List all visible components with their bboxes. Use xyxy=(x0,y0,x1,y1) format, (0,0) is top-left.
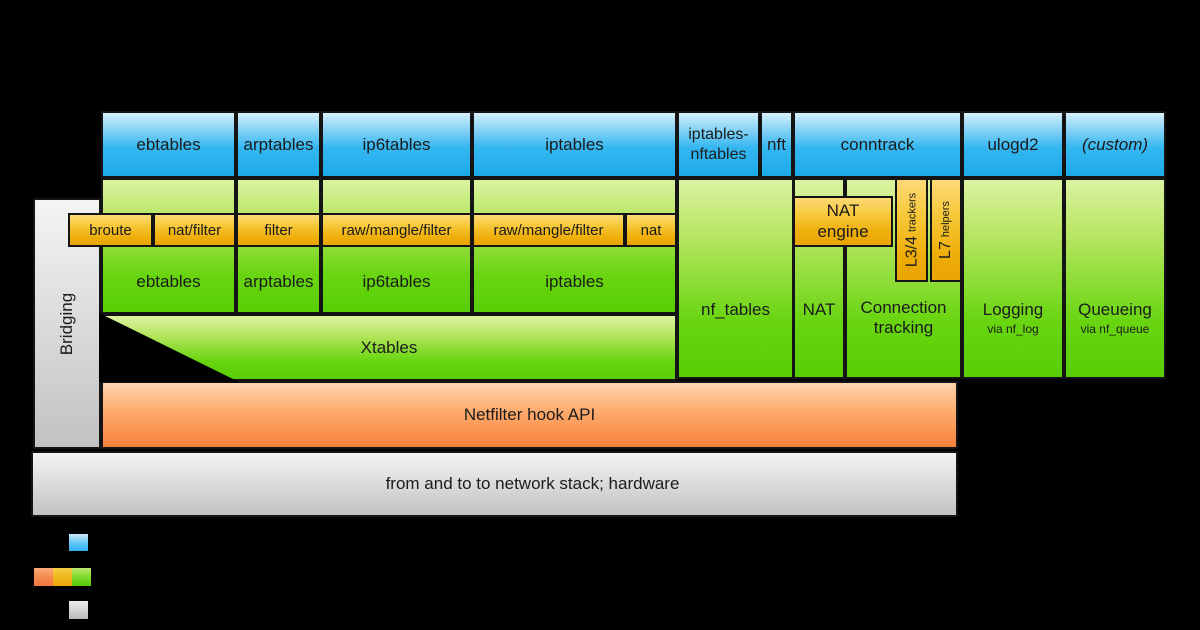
userspace-box-arptables: arptables xyxy=(236,111,321,178)
kernel-label-queueing: Queueing xyxy=(1078,300,1152,319)
userspace-box-nft: nft xyxy=(760,111,793,178)
kernel-label-iptables: iptables xyxy=(545,272,604,291)
kernel-label-logging: Logging xyxy=(982,300,1044,319)
userspace-label-ebtables: ebtables xyxy=(136,134,201,154)
kernel-sublabel-logging: via nf_log xyxy=(987,322,1039,336)
userspace-box-ip6tables: ip6tables xyxy=(321,111,472,178)
table-box-raw-mangle-filter-v6: raw/mangle/filter xyxy=(321,213,472,247)
kernel-label-arptables: arptables xyxy=(243,272,314,291)
table-box-nat-filter: nat/filter xyxy=(153,213,236,247)
kernel-box-logging: Logging via nf_log xyxy=(962,178,1064,379)
legend-swatch-hardware-gray xyxy=(69,601,88,619)
kernel-sublabel-queueing: via nf_queue xyxy=(1080,322,1150,336)
userspace-box-ebtables: ebtables xyxy=(101,111,236,178)
userspace-label-conntrack: conntrack xyxy=(840,134,915,154)
kernel-box-netfilter-hook-api: Netfilter hook API xyxy=(101,381,958,449)
userspace-label-nft: nft xyxy=(767,134,786,154)
table-box-broute: broute xyxy=(68,213,153,247)
userspace-box-ulogd2: ulogd2 xyxy=(962,111,1064,178)
table-box-raw-mangle-filter-v4: raw/mangle/filter xyxy=(472,213,625,247)
table-label-raw-mangle-filter-v4: raw/mangle/filter xyxy=(493,221,604,239)
hardware-label-network-stack: from and to to network stack; hardware xyxy=(385,474,680,493)
legend-swatch-hook-orange xyxy=(34,568,53,586)
kernel-box-nf-tables: nf_tables xyxy=(677,178,794,379)
kernel-label-ebtables: ebtables xyxy=(136,272,201,291)
kernel-label-netfilter-hook-api: Netfilter hook API xyxy=(463,405,596,424)
legend-swatch-tables-gold xyxy=(53,568,72,586)
userspace-box-iptables-nftables: iptables-nftables xyxy=(677,111,760,178)
table-label-nat: nat xyxy=(640,221,662,239)
kernel-label-ip6tables: ip6tables xyxy=(362,272,431,291)
table-box-nat: nat xyxy=(625,213,677,247)
userspace-label-iptables: iptables xyxy=(545,134,604,154)
table-label-raw-mangle-filter-v6: raw/mangle/filter xyxy=(341,221,452,239)
table-box-filter: filter xyxy=(236,213,321,247)
userspace-box-conntrack: conntrack xyxy=(793,111,962,178)
userspace-label-ip6tables: ip6tables xyxy=(362,134,431,154)
table-label-broute: broute xyxy=(89,221,132,239)
legend-swatch-kernel-green xyxy=(72,568,91,586)
userspace-label-iptables-nftables: iptables-nftables xyxy=(688,126,749,163)
userspace-label-arptables: arptables xyxy=(243,134,314,154)
legend-swatch-userspace-blue xyxy=(69,534,88,551)
userspace-box-iptables: iptables xyxy=(472,111,677,178)
userspace-box-custom: (custom) xyxy=(1064,111,1166,178)
table-label-nat-filter: nat/filter xyxy=(167,221,222,239)
kernel-label-nat: NAT xyxy=(802,300,836,319)
kernel-label-nf-tables: nf_tables xyxy=(701,300,770,319)
userspace-label-custom: (custom) xyxy=(1081,134,1149,154)
hardware-box-network-stack: from and to to network stack; hardware xyxy=(31,451,958,517)
kernel-box-queueing: Queueing via nf_queue xyxy=(1064,178,1166,379)
kernel-label-xtables: Xtables xyxy=(360,337,418,357)
table-label-filter: filter xyxy=(264,221,293,239)
userspace-label-ulogd2: ulogd2 xyxy=(987,134,1039,154)
